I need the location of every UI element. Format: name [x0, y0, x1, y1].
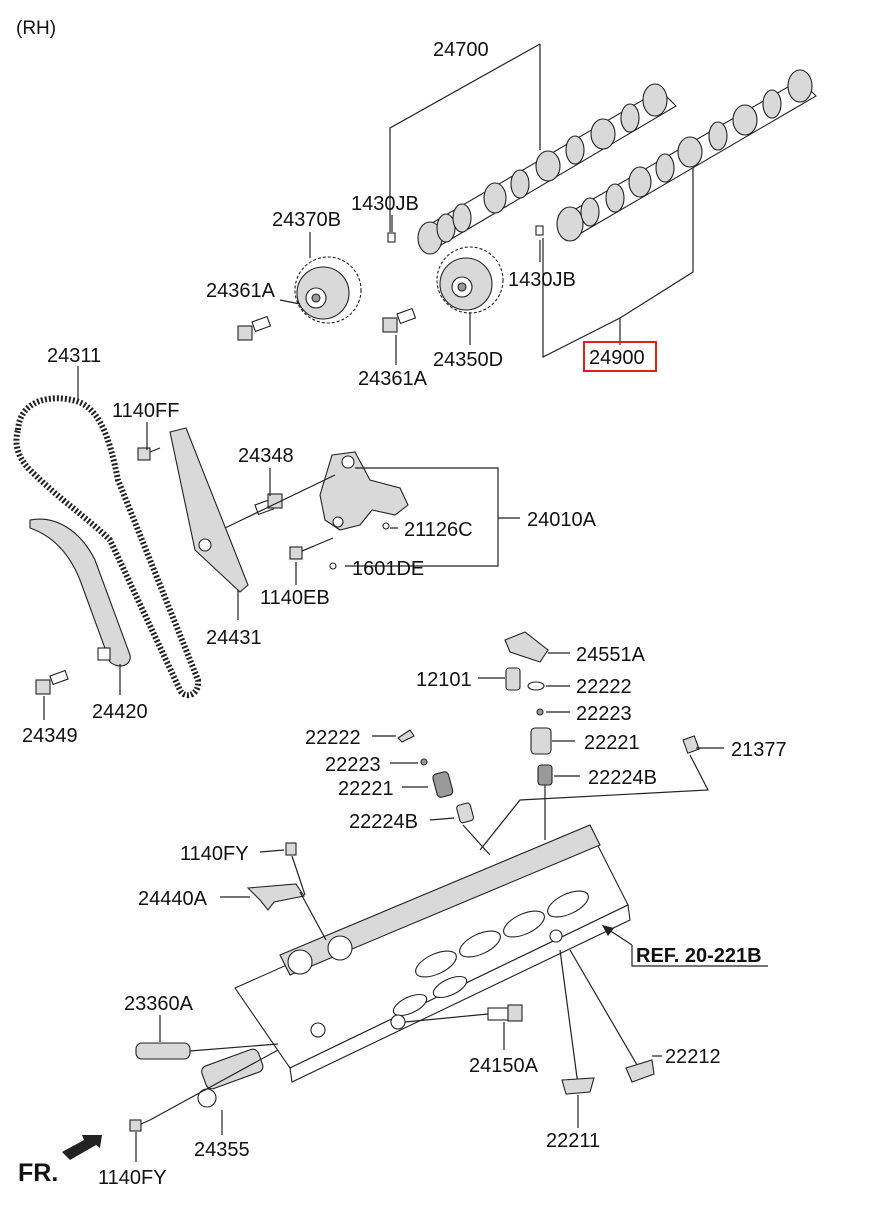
part-label-21377[interactable]: 21377: [731, 739, 787, 761]
part-label-24370b[interactable]: 24370B: [272, 209, 341, 231]
part-label-24900[interactable]: 24900: [589, 347, 645, 369]
part-label-12101[interactable]: 12101: [416, 669, 472, 691]
timing-chain: [13, 395, 202, 699]
oil-sensor-plug: [682, 735, 700, 754]
part-label-22224b-right[interactable]: 22224B: [588, 767, 657, 789]
camshaft-exhaust: [556, 69, 817, 242]
cvvt-sprocket-right: [436, 246, 504, 314]
part-label-22222-left[interactable]: 22222: [305, 727, 361, 749]
part-label-24361a-right[interactable]: 24361A: [358, 368, 428, 390]
front-label: FR.: [18, 1159, 58, 1187]
tensioner-pin: [382, 522, 390, 530]
cotter-right: [536, 708, 544, 716]
side-label: (RH): [16, 18, 56, 39]
part-label-21126c[interactable]: 21126C: [404, 519, 473, 541]
part-label-1430jb-upper[interactable]: 1430JB: [351, 193, 419, 215]
wiring-bracket: [246, 883, 305, 911]
part-label-24010a[interactable]: 24010A: [527, 509, 597, 531]
valve-spring-left: [432, 771, 454, 798]
stem-seal-right: [537, 764, 553, 786]
cotter-left: [420, 758, 428, 766]
valve-spring-right: [530, 727, 552, 755]
part-label-24361a-left[interactable]: 24361A: [206, 280, 276, 302]
part-label-22223-right[interactable]: 22223: [576, 703, 632, 725]
tensioner-bracket: [319, 451, 409, 531]
camshaft-intake: [417, 83, 677, 255]
part-label-1140fy-lower[interactable]: 1140FY: [98, 1167, 167, 1189]
intake-valve: [569, 949, 655, 1083]
part-label-1140eb[interactable]: 1140EB: [260, 587, 330, 609]
part-label-24150a[interactable]: 24150A: [469, 1055, 539, 1077]
dowel-pin-left: [387, 232, 396, 243]
part-label-24551a[interactable]: 24551A: [576, 644, 646, 666]
part-label-22222-right[interactable]: 22222: [576, 676, 632, 698]
rocker-arm: [504, 631, 549, 663]
part-label-24440a[interactable]: 24440A: [138, 888, 208, 910]
part-label-24420[interactable]: 24420: [92, 701, 148, 723]
guide-bolt: [35, 669, 69, 695]
part-label-24349[interactable]: 24349: [22, 725, 78, 747]
cvvt-sprocket-left: [294, 256, 362, 324]
sprocket-bolt-left: [237, 315, 272, 341]
reference-label[interactable]: REF. 20-221B: [636, 945, 762, 967]
bracket-bolt-upper: [285, 842, 297, 856]
ocv-bolt-lower: [129, 1119, 151, 1132]
part-label-22223-left[interactable]: 22223: [325, 754, 381, 776]
dowel-pin-right: [535, 225, 544, 236]
part-label-22221-right[interactable]: 22221: [584, 732, 640, 754]
tensioner-arm: [169, 427, 249, 593]
cylinder-head: [234, 824, 631, 1083]
part-label-24700[interactable]: 24700: [433, 39, 489, 61]
part-label-22221-left[interactable]: 22221: [338, 778, 394, 800]
part-label-22212[interactable]: 22212: [665, 1046, 721, 1068]
part-label-1140fy-upper[interactable]: 1140FY: [180, 843, 249, 865]
part-label-22211[interactable]: 22211: [546, 1130, 600, 1152]
oil-control-valve: [197, 1048, 264, 1108]
part-label-22224b-left[interactable]: 22224B: [349, 811, 418, 833]
chain-guide: [29, 518, 131, 667]
part-label-24348[interactable]: 24348: [238, 445, 294, 467]
sprocket-bolt-right: [382, 307, 417, 333]
part-label-1430jb-lower[interactable]: 1430JB: [508, 269, 576, 291]
part-label-1140ff[interactable]: 1140FF: [112, 400, 179, 422]
ocv-bolt: [487, 1004, 523, 1022]
part-label-24431[interactable]: 24431: [206, 627, 262, 649]
exhaust-valve: [559, 949, 595, 1095]
cylinder-head-stud: [135, 1042, 191, 1060]
part-label-23360a[interactable]: 23360A: [124, 993, 194, 1015]
hydraulic-lifter: [505, 667, 521, 691]
arm-bolt: [137, 447, 161, 461]
arm-pivot: [198, 538, 212, 552]
front-direction-arrow: [62, 1135, 102, 1160]
leader-lines: [43, 43, 768, 1162]
guide-bolt-head: [97, 647, 111, 661]
retainer-left: [397, 729, 415, 743]
part-label-24350d[interactable]: 24350D: [433, 349, 503, 371]
tensioner-dowel: [329, 562, 337, 570]
part-label-1601de[interactable]: 1601DE: [352, 558, 424, 580]
retainer-right: [527, 681, 545, 691]
stem-seal-left: [456, 802, 475, 824]
part-label-24311[interactable]: 24311: [47, 345, 101, 367]
highlight-box: [583, 341, 657, 372]
part-label-24355[interactable]: 24355: [194, 1139, 250, 1161]
